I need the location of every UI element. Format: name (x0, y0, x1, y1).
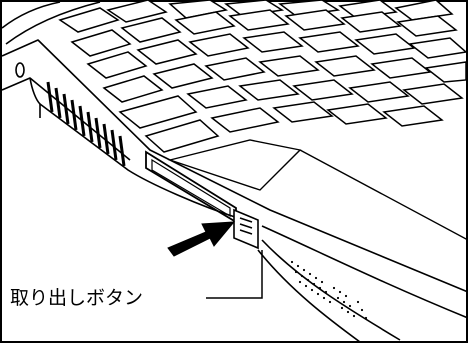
callout-leader-line (206, 250, 263, 299)
keyboard (58, 0, 468, 153)
eject-button[interactable] (233, 208, 259, 250)
insert-arrow (167, 221, 236, 257)
palm-rest (167, 139, 468, 241)
side-vents (46, 81, 126, 167)
speaker-grille (290, 260, 368, 320)
eject-button-label: 取り出しボタン (8, 284, 148, 312)
